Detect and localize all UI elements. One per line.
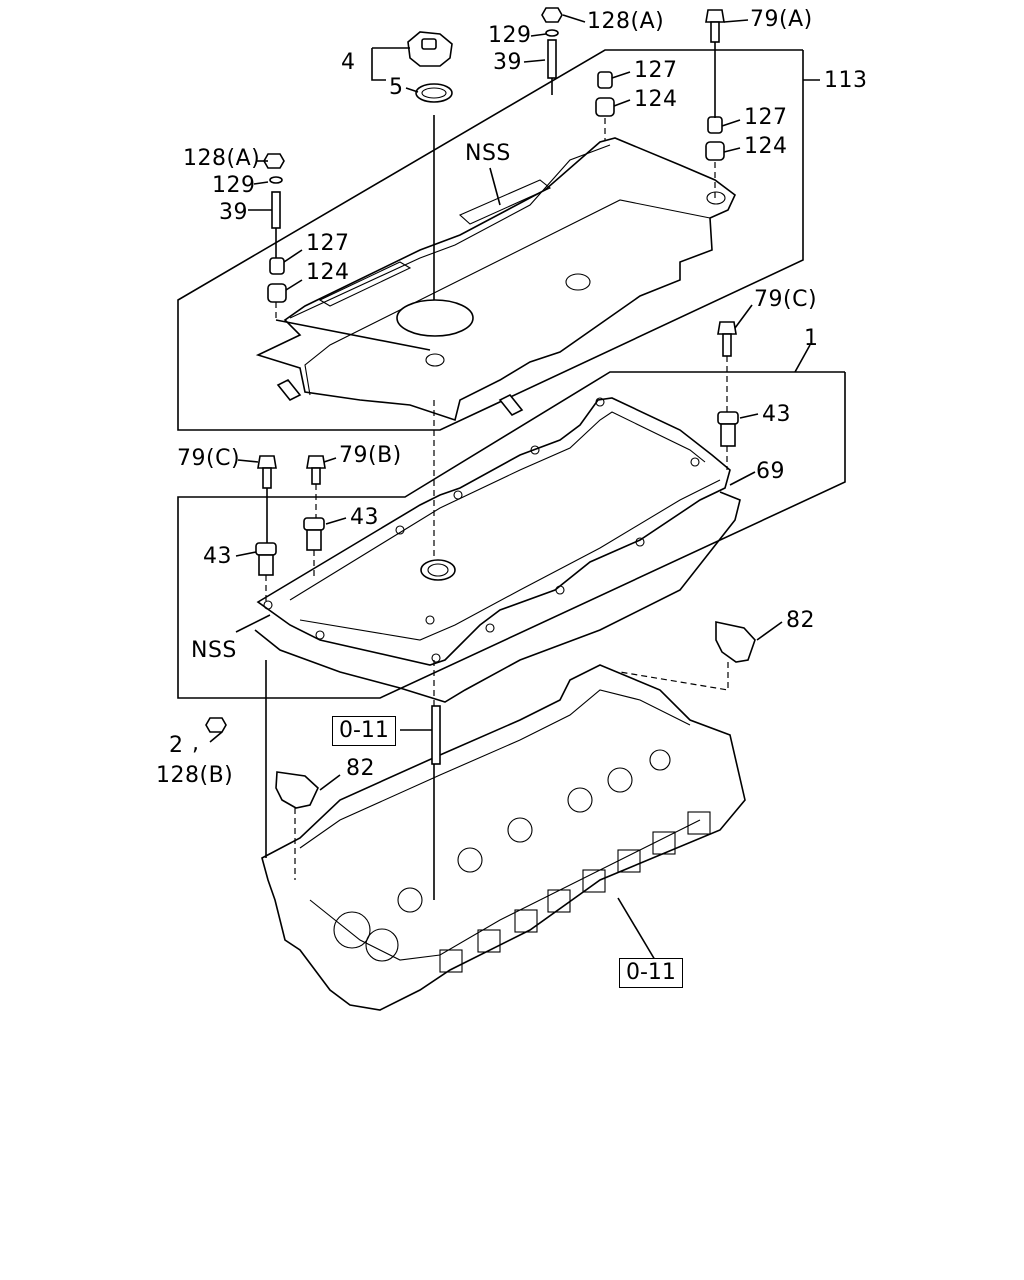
label-2: 2 — [169, 733, 184, 758]
label-43-mid: 43 — [350, 505, 379, 530]
label-113: 113 — [824, 68, 868, 93]
label-127-left: 127 — [306, 231, 350, 256]
label-39-left: 39 — [219, 200, 248, 225]
upper-cover-part — [255, 137, 736, 422]
label-129-left: 129 — [212, 173, 256, 198]
gasket-part — [254, 491, 741, 703]
label-5: 5 — [389, 75, 404, 100]
nss-label-top: NSS — [465, 141, 511, 166]
label-127-right: 127 — [744, 105, 788, 130]
ref-box-top: 0-11 — [332, 716, 396, 746]
label-129-top: 129 — [488, 23, 532, 48]
label-124-left: 124 — [306, 260, 350, 285]
bracket-1 — [177, 371, 846, 699]
label-124-top: 124 — [634, 87, 678, 112]
nss-label-bottom: NSS — [191, 638, 237, 663]
label-43-left: 43 — [203, 544, 232, 569]
label-82-left: 82 — [346, 756, 375, 781]
label-128a-top: 128(A) — [587, 9, 665, 34]
label-79c-left: 79(C) — [177, 446, 241, 471]
bracket-113 — [177, 49, 804, 431]
label-comma: , — [192, 731, 200, 756]
label-128a-left: 128(A) — [183, 146, 261, 171]
label-4: 4 — [341, 50, 356, 75]
cylinder-head-part — [261, 664, 746, 1011]
leader-lines — [209, 14, 783, 961]
small-parts — [205, 7, 756, 809]
label-82-right: 82 — [786, 608, 815, 633]
lower-cover-part — [256, 397, 731, 666]
label-79c-right: 79(C) — [754, 287, 818, 312]
label-1: 1 — [804, 326, 819, 351]
label-128b: 128(B) — [156, 763, 234, 788]
label-39-top: 39 — [493, 50, 522, 75]
label-79b: 79(B) — [339, 443, 402, 468]
label-124-right: 124 — [744, 134, 788, 159]
label-69: 69 — [756, 459, 785, 484]
label-43-right: 43 — [762, 402, 791, 427]
label-127-top: 127 — [634, 58, 678, 83]
label-79a: 79(A) — [750, 7, 813, 32]
ref-box-bottom: 0-11 — [619, 958, 683, 988]
